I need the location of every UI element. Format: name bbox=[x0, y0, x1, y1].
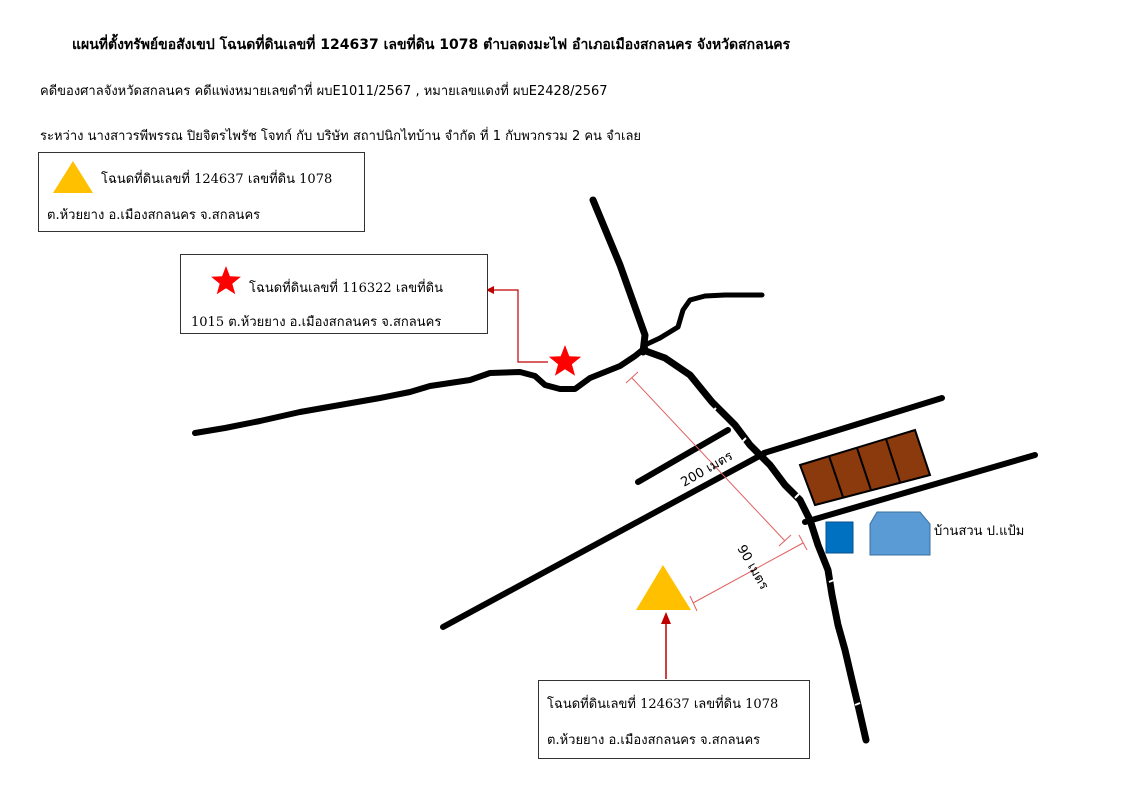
star-leader-arrowhead bbox=[486, 286, 494, 294]
star-label-line-1: โฉนดที่ดินเลขที่ 116322 เลขที่ดิน bbox=[249, 281, 444, 296]
dimension-200m bbox=[625, 371, 792, 547]
triangle-label-line-2: ต.ห้วยยาง อ.เมืองสกลนคร จ.สกลนคร bbox=[547, 733, 761, 748]
triangle-legend-icon bbox=[53, 161, 93, 193]
house-marker bbox=[869, 511, 931, 556]
star-legend-icon bbox=[211, 266, 241, 295]
case-number-line: คดีของศาลจังหวัดสกลนคร คดีแพ่งหมายเลขดำท… bbox=[40, 84, 608, 99]
triangle-marker bbox=[636, 565, 691, 610]
road-north bbox=[589, 196, 649, 356]
triangle-leader-arrowhead bbox=[661, 612, 671, 624]
house-label: บ้านสวน ป.แป้ม bbox=[934, 524, 1024, 539]
parties-line: ระหว่าง นางสาวรพีพรรณ ปิยจิตรไพรัช โจทก์… bbox=[40, 129, 642, 144]
legend-line-1: โฉนดที่ดินเลขที่ 124637 เลขที่ดิน 1078 bbox=[101, 172, 333, 187]
road-east-upper bbox=[761, 395, 945, 456]
star-marker bbox=[548, 345, 582, 376]
triangle-label-line-1: โฉนดที่ดินเลขที่ 124637 เลขที่ดิน 1078 bbox=[547, 697, 779, 712]
road-northeast bbox=[642, 292, 765, 348]
blue-square-marker bbox=[825, 521, 854, 554]
buildings-row bbox=[798, 428, 932, 507]
dimension-90m bbox=[689, 534, 808, 612]
road-diagonal-long bbox=[440, 450, 768, 630]
road-east-lower bbox=[802, 452, 1038, 525]
road-west bbox=[192, 345, 648, 436]
star-leader-line bbox=[492, 289, 548, 363]
triangle-label-box: โฉนดที่ดินเลขที่ 124637 เลขที่ดิน 1078 ต… bbox=[538, 680, 810, 759]
road-main-south bbox=[639, 346, 870, 744]
star-label-box: โฉนดที่ดินเลขที่ 116322 เลขที่ดิน 1015 ต… bbox=[180, 254, 488, 334]
legend-box: โฉนดที่ดินเลขที่ 124637 เลขที่ดิน 1078 ต… bbox=[38, 152, 365, 232]
star-label-line-2: 1015 ต.ห้วยยาง อ.เมืองสกลนคร จ.สกลนคร bbox=[191, 315, 442, 330]
legend-line-2: ต.ห้วยยาง อ.เมืองสกลนคร จ.สกลนคร bbox=[47, 208, 261, 223]
page-title: แผนที่ตั้งทรัพย์ขอสังเขป โฉนดที่ดินเลขที… bbox=[72, 37, 791, 53]
distance-90m-label: 90 เมตร bbox=[734, 543, 772, 593]
road-branch-short bbox=[635, 427, 731, 485]
